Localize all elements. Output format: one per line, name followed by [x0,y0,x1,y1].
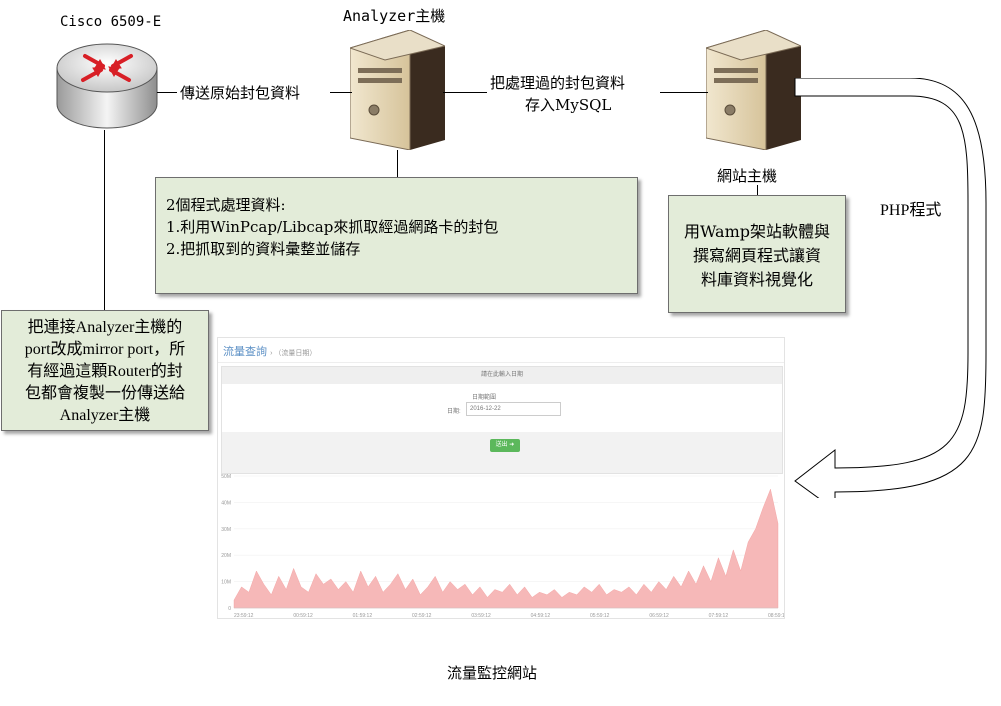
router-analyzer-wire-left [157,92,177,93]
breadcrumb: › （流量日期） [270,350,317,357]
x-tick-label: 07:59:12 [709,613,729,618]
x-tick-label: 04:59:12 [531,613,551,618]
analyzer-web-wire-left [443,92,487,93]
router-to-analyzer-label: 傳送原始封包資料 [180,84,301,102]
x-tick-label: 02:59:12 [412,613,432,618]
analyzer-label: Analyzer主機 [343,7,446,25]
y-tick-label: 0 [228,606,231,612]
analyzer-to-web-label-1: 把處理過的封包資料 [490,74,626,92]
router-note-line-1: 把連接Analyzer主機的 [27,319,183,336]
byte-series-area [233,488,779,609]
y-tick-label: 40M [221,500,231,506]
router-note-wire [104,130,105,310]
y-tick-label: 30M [221,527,231,533]
web-note-line-2: 撰寫網頁程式讓資 [692,246,821,265]
x-tick-label: 05:59:12 [590,613,610,618]
web-note: 用Wamp架站軟體與 撰寫網頁程式讓資 料庫資料視覺化 [668,195,846,313]
panel-header: 請在此輸入日期 [222,367,782,384]
page-title: 流量查詢 [223,346,267,358]
router-icon [56,43,158,129]
x-tick-label: 00:59:12 [293,613,313,618]
x-tick-label: 03:59:12 [471,613,491,618]
y-tick-label: 50M [221,474,231,480]
date-input-value: 2016-12-22 [470,406,501,412]
router-note-line-5: Analyzer主機 [59,407,151,424]
web-note-line-1: 用Wamp架站軟體與 [683,222,830,241]
analyzer-to-web-label-2: 存入MySQL [525,96,612,114]
date-section-label: 日期範圍 [472,395,497,401]
analyzer-note-wire [397,150,398,178]
router-note-line-4: 包都會複製一份傳送給 [24,385,185,402]
php-label: PHP程式 [880,196,942,220]
analyzer-note-line-3: 2.把抓取到的資料彙整並儲存 [166,240,361,258]
panel-footer [222,432,782,473]
php-arrow [794,78,987,498]
analyzer-server-icon [350,30,445,150]
x-tick-label: 08:59:12 [768,613,784,618]
analyzer-web-wire-right [660,92,708,93]
date-panel: 請在此輸入日期 日期範圍 日期: 2016-12-22 送出 ➜ [221,366,783,474]
traffic-website-screenshot: 流量查詢 › （流量日期） 請在此輸入日期 日期範圍 日期: 2016-12-2… [217,337,785,619]
router-note-line-3: 有經過這顆Router的封 [27,363,183,380]
router-note: 把連接Analyzer主機的 port改成mirror port，所 有經過這顆… [1,310,209,431]
x-tick-label: 06:59:12 [649,613,669,618]
router-analyzer-wire-right [330,92,352,93]
date-input[interactable]: 2016-12-22 [466,402,561,416]
submit-button[interactable]: 送出 ➜ [490,439,520,452]
y-tick-label: 20M [221,553,231,559]
screenshot-caption: 流量監控網站 [447,664,538,682]
web-server-icon [706,30,801,150]
router-label: Cisco 6509-E [60,14,162,30]
traffic-chart: 50M 40M 30M 20M 10M 023:59:12 00:59:12 01:59:12… [221,474,784,618]
web-note-line-3: 料庫資料視覺化 [700,270,813,289]
web-host-label: 網站主機 [717,167,778,185]
web-note-wire [757,185,758,195]
router-note-line-2: port改成mirror port，所 [24,341,186,358]
y-tick-label: 10M [221,580,231,586]
x-tick-label: 23:59:12 [234,613,254,618]
analyzer-note: 2個程式處理資料: 1.利用WinPcap/Libcap來抓取經過網路卡的封包 … [155,177,638,294]
analyzer-note-line-1: 2個程式處理資料: [166,196,286,214]
date-label: 日期: [447,409,461,415]
x-tick-label: 01:59:12 [353,613,373,618]
analyzer-note-line-2: 1.利用WinPcap/Libcap來抓取經過網路卡的封包 [166,218,499,236]
